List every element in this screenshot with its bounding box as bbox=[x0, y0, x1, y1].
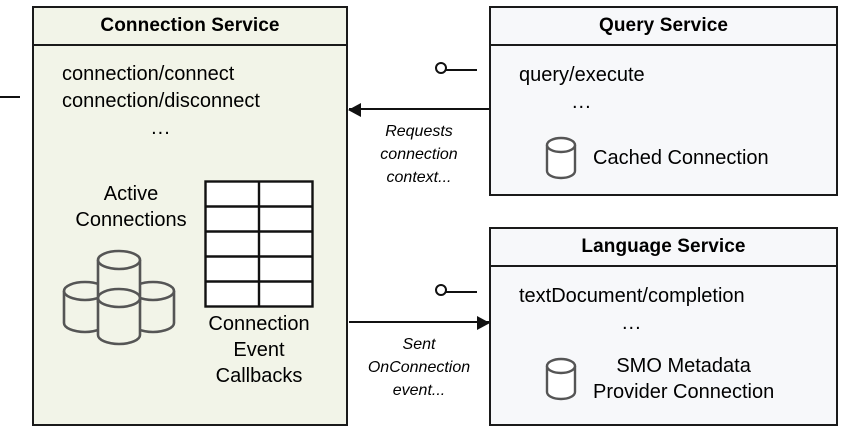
language-service-operations-ellipsis: ... bbox=[622, 312, 642, 334]
language-service-resource: SMO Metadata Provider Connection bbox=[543, 353, 774, 405]
connection-service-title: Connection Service bbox=[34, 8, 346, 46]
label-line3: event... bbox=[392, 382, 446, 399]
cached-connection-label: Cached Connection bbox=[593, 147, 769, 169]
operation-textdocument-completion: textDocument/completion bbox=[519, 285, 745, 307]
label-line2: OnConnection bbox=[367, 359, 471, 376]
resource-label-line2: Provider Connection bbox=[593, 381, 775, 403]
connection-service-operations-ellipsis: ... bbox=[151, 117, 171, 139]
smo-metadata-provider-connection-label: SMO Metadata Provider Connection bbox=[593, 353, 774, 405]
operation-connection-disconnect: connection/disconnect bbox=[62, 90, 260, 112]
component-connection-service[interactable]: Connection Service connection/connect co… bbox=[32, 6, 348, 426]
language-service-title: Language Service bbox=[491, 229, 836, 267]
connection-event-callbacks-label: Connection Event Callbacks bbox=[189, 311, 329, 389]
label-line1: Sent bbox=[402, 336, 436, 353]
interface-ball-icon bbox=[435, 284, 447, 296]
query-service-body: query/execute ... Cached Connection bbox=[491, 46, 836, 194]
arrowhead-right-icon bbox=[477, 316, 490, 330]
label-line1: Requests bbox=[385, 123, 453, 140]
interface-ball-icon bbox=[435, 62, 447, 74]
callbacks-label-line2: Event bbox=[233, 339, 285, 361]
query-service-operations: query/execute ... bbox=[519, 62, 645, 116]
component-language-service[interactable]: Language Service textDocument/completion… bbox=[489, 227, 838, 426]
active-connections-label: Active Connections bbox=[58, 181, 204, 233]
connector-connection-to-language-label: Sent OnConnection event... bbox=[349, 333, 489, 402]
database-cylinder-icon bbox=[543, 355, 579, 403]
connector-query-to-connection-line bbox=[348, 103, 489, 117]
operation-connection-connect: connection/connect bbox=[62, 63, 235, 85]
database-cylinder-icon bbox=[543, 134, 579, 182]
connection-service-operations: connection/connect connection/disconnect… bbox=[62, 61, 260, 142]
grid-table-icon bbox=[204, 180, 314, 308]
resource-label-line1: SMO Metadata bbox=[616, 355, 751, 377]
callbacks-label-line1: Connection bbox=[208, 313, 310, 335]
callbacks-label-line3: Callbacks bbox=[215, 365, 303, 387]
active-connections-label-line1: Active bbox=[103, 183, 159, 205]
operation-query-execute: query/execute bbox=[519, 64, 645, 86]
connector-connection-to-language-line bbox=[349, 316, 490, 330]
active-connections-label-line2: Connections bbox=[75, 209, 187, 231]
arrowhead-left-icon bbox=[348, 103, 361, 117]
component-query-service[interactable]: Query Service query/execute ... Cached C… bbox=[489, 6, 838, 196]
connector-query-to-connection-label: Requests connection context... bbox=[349, 120, 489, 189]
language-service-body: textDocument/completion ... SMO Metadata… bbox=[491, 267, 836, 424]
multiple-database-cylinders-icon bbox=[58, 242, 180, 346]
query-service-title: Query Service bbox=[491, 8, 836, 46]
label-line3: context... bbox=[386, 169, 452, 186]
connection-service-body: connection/connect connection/disconnect… bbox=[34, 46, 346, 424]
language-service-operations: textDocument/completion ... bbox=[519, 283, 745, 337]
query-service-operations-ellipsis: ... bbox=[571, 91, 592, 113]
query-service-resource: Cached Connection bbox=[543, 134, 769, 182]
label-line2: connection bbox=[380, 146, 458, 163]
